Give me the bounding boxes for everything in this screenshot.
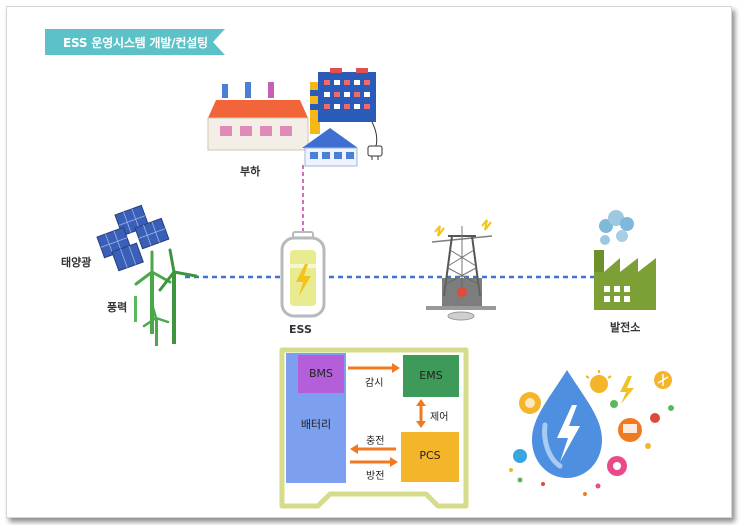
solar-panel-icon xyxy=(96,204,170,272)
power-plant-label: 발전소 xyxy=(610,321,641,334)
banner-ribbon xyxy=(45,29,225,55)
system-box xyxy=(279,347,469,509)
power-plant-icon xyxy=(594,210,656,310)
load-label: 부하 xyxy=(240,165,261,178)
pcs-block xyxy=(401,432,459,482)
water-drop-icon xyxy=(509,370,674,496)
charge-label: 충전 xyxy=(366,436,385,447)
ems-block xyxy=(403,355,459,397)
banner-title: ESS 운영시스템 개발/컨설팅 xyxy=(63,36,208,50)
solar-label: 태양광 xyxy=(61,256,92,269)
transmission-tower-icon xyxy=(426,219,496,321)
wind-label: 풍력 xyxy=(107,301,128,314)
monitor-label: 감시 xyxy=(365,378,384,389)
battery-label: 배터리 xyxy=(300,418,332,431)
ems-label: EMS xyxy=(419,369,443,382)
control-label: 제어 xyxy=(430,412,449,423)
bms-label: BMS xyxy=(308,367,334,380)
ess-label: ESS xyxy=(289,323,312,336)
bms-block xyxy=(298,355,344,393)
pcs-label: PCS xyxy=(419,449,441,462)
load-building-icon xyxy=(207,68,383,167)
discharge-label: 방전 xyxy=(366,471,385,482)
wind-turbine-icon xyxy=(134,248,198,346)
ess-battery-icon xyxy=(280,231,326,318)
